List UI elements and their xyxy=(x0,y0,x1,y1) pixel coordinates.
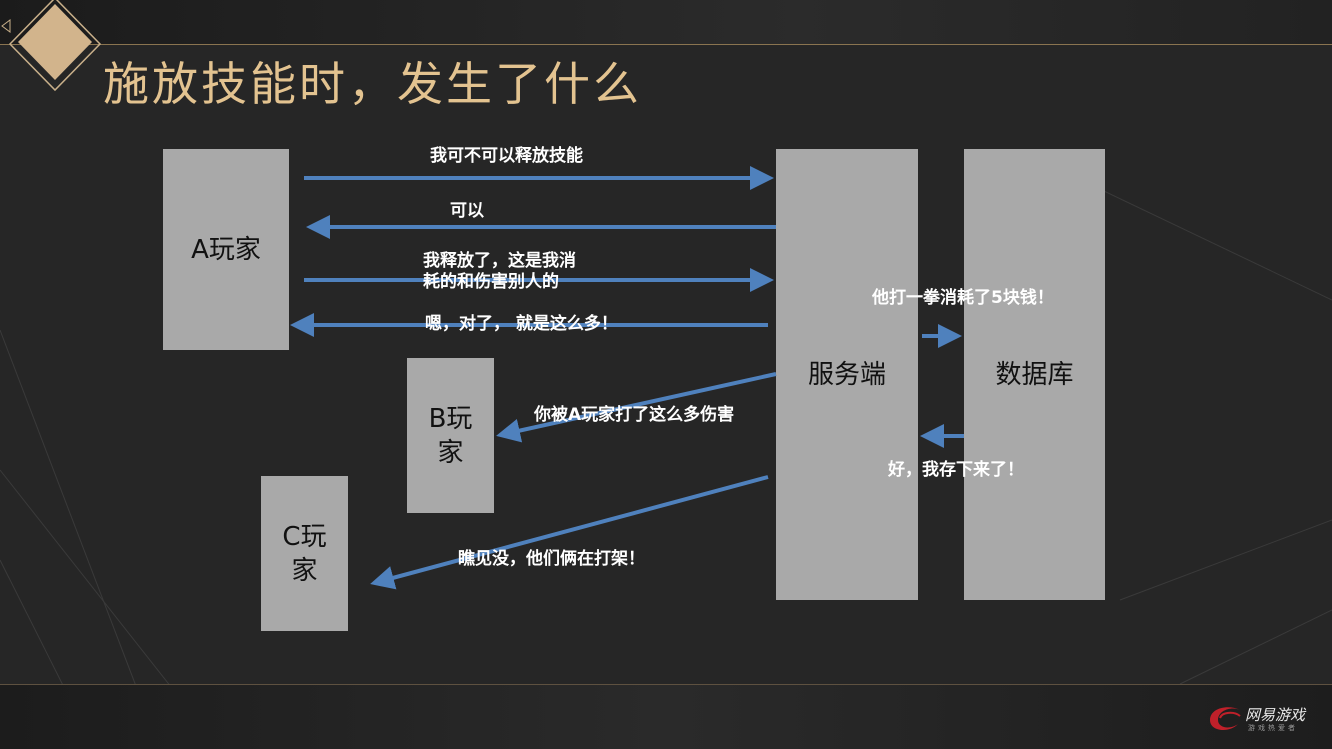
arrow-server-to-c xyxy=(370,475,769,590)
player-c-box: C玩 家 xyxy=(261,476,348,631)
server-box: 服务端 xyxy=(776,149,918,600)
slide-title: 施放技能时，发生了什么 xyxy=(103,57,642,111)
msg-to-database: 他打一拳消耗了5块钱！ xyxy=(872,288,1054,308)
msg-confirm: 嗯，对了， 就是这么多！ xyxy=(425,314,618,334)
msg-request-skill: 我可不可以释放技能 xyxy=(430,146,583,166)
msg-to-player-c: 瞧见没，他们俩在打架！ xyxy=(458,549,645,569)
database-label: 数据库 xyxy=(995,359,1074,390)
title-diamond-icon xyxy=(1,0,102,92)
msg-cast-report: 我释放了，这是我消 耗的和伤害别人的 xyxy=(423,251,576,292)
database-box: 数据库 xyxy=(964,149,1105,600)
player-c-label: C玩 家 xyxy=(282,521,327,586)
footer-band xyxy=(0,685,1332,749)
arrow-server-to-b xyxy=(496,372,777,443)
msg-to-player-b: 你被A玩家打了这么多伤害 xyxy=(534,405,735,425)
server-label: 服务端 xyxy=(807,359,886,390)
header-band xyxy=(0,0,1332,44)
player-b-label: B玩 家 xyxy=(428,403,473,468)
logo-subtext: 游戏热爱者 xyxy=(1248,724,1298,732)
netease-games-logo-icon xyxy=(1210,707,1241,730)
msg-from-database: 好，我存下来了！ xyxy=(888,460,1024,480)
player-b-box: B玩 家 xyxy=(407,358,494,513)
msg-ok: 可以 xyxy=(450,201,484,221)
player-a-label: A玩家 xyxy=(191,234,261,265)
header-divider xyxy=(0,44,1332,45)
footer-divider xyxy=(0,684,1332,685)
player-a-box: A玩家 xyxy=(163,149,289,350)
logo-text: 网易游戏 xyxy=(1245,706,1306,724)
